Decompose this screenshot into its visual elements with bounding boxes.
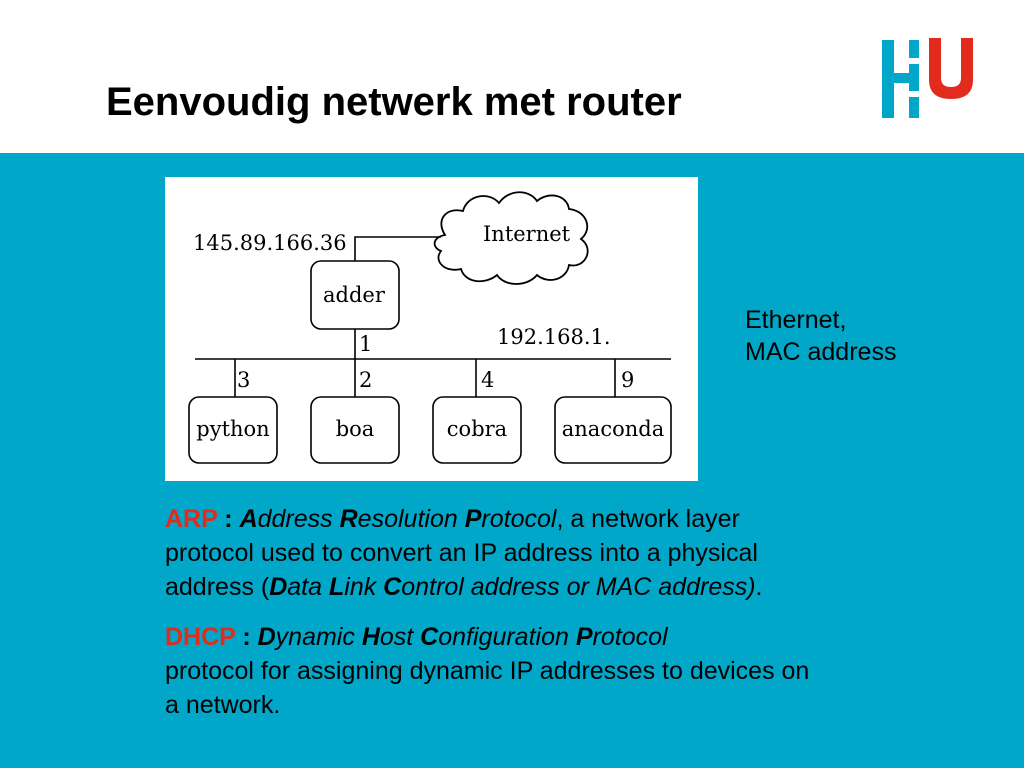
network-diagram: 145.89.166.36 Internet adder 192.168.1. …	[165, 177, 698, 481]
dhcp-line-2: protocol for assigning dynamic IP addres…	[165, 657, 810, 685]
subnet-label: 192.168.1.	[497, 325, 611, 349]
ethernet-note: Ethernet, MAC address	[745, 304, 896, 368]
internet-label: Internet	[483, 222, 571, 246]
arp-word-resolution: esolution	[357, 505, 465, 533]
arp-word-control: ontrol address or MAC address)	[401, 573, 756, 601]
logo-u	[929, 38, 973, 99]
cobra-port-label: 4	[481, 368, 494, 392]
arp-initial-c: C	[383, 573, 402, 601]
arp-line-1-tail: , a network layer	[556, 505, 740, 533]
dhcp-separator: :	[235, 623, 258, 651]
arp-separator: :	[217, 505, 240, 533]
arp-initial-r: R	[339, 505, 358, 533]
arp-line-1: ARP : Address Resolution Protocol, a net…	[165, 502, 925, 536]
arp-acronym: ARP	[165, 505, 218, 533]
logo-bar-left	[882, 40, 894, 118]
logo-bar-mid	[909, 40, 919, 118]
boa-port-label: 2	[359, 368, 372, 392]
arp-definition: ARP : Address Resolution Protocol, a net…	[165, 502, 925, 604]
router-label: adder	[323, 283, 386, 307]
host-box-python	[188, 396, 278, 464]
arp-word-address: ddress	[257, 505, 340, 533]
arp-initial-d: D	[269, 573, 288, 601]
arp-initial-p: P	[464, 505, 482, 533]
hu-logo	[882, 38, 973, 118]
dhcp-line-1: DHCP : Dynamic Host Configuration Protoc…	[165, 620, 925, 654]
dhcp-definition: DHCP : Dynamic Host Configuration Protoc…	[165, 620, 925, 722]
host-box-boa	[310, 396, 400, 464]
ethernet-note-line1: Ethernet,	[745, 306, 847, 334]
arp-word-link: ink	[344, 573, 384, 601]
arp-initial-a: A	[239, 505, 258, 533]
host-label-anaconda: anaconda	[562, 417, 664, 441]
router-port-label: 1	[359, 332, 372, 356]
arp-line-2: protocol used to convert an IP address i…	[165, 539, 758, 567]
host-box-cobra	[432, 396, 522, 464]
host-label-cobra: cobra	[447, 417, 507, 441]
router-ip-label: 145.89.166.36	[193, 231, 347, 255]
router-internet-link	[354, 236, 441, 261]
slide-title: Eenvoudig netwerk met router	[106, 80, 682, 124]
logo-gap-bottom	[909, 91, 919, 97]
internet-cloud-icon	[433, 191, 589, 285]
ethernet-note-line2: MAC address	[745, 338, 897, 366]
arp-word-protocol: rotocol	[481, 505, 557, 533]
dhcp-word-configuration: onfiguration	[438, 623, 576, 651]
dhcp-initial-p: P	[575, 623, 593, 651]
dhcp-word-dynamic: ynamic	[275, 623, 362, 651]
logo-bar-h	[894, 73, 909, 83]
python-port-label: 3	[237, 368, 250, 392]
arp-line-3-start: address (	[165, 573, 270, 601]
dhcp-word-protocol: rotocol	[592, 623, 668, 651]
dhcp-initial-d: D	[257, 623, 276, 651]
anaconda-port-label: 9	[621, 368, 634, 392]
dhcp-initial-c: C	[420, 623, 439, 651]
dhcp-acronym: DHCP	[165, 623, 236, 651]
dhcp-word-host: ost	[379, 623, 421, 651]
host-label-boa: boa	[336, 417, 375, 441]
slide-header: Eenvoudig netwerk met router	[0, 0, 1024, 153]
dhcp-initial-h: H	[361, 623, 380, 651]
logo-gap-top	[909, 58, 919, 64]
arp-initial-l: L	[328, 573, 345, 601]
arp-word-data: ata	[287, 573, 329, 601]
arp-line-3-end: .	[755, 573, 763, 601]
host-label-python: python	[196, 417, 269, 441]
dhcp-line-3: a network.	[165, 691, 281, 719]
arp-line-3: address (Data Link Control address or MA…	[165, 570, 925, 604]
host-box-anaconda	[554, 396, 672, 464]
